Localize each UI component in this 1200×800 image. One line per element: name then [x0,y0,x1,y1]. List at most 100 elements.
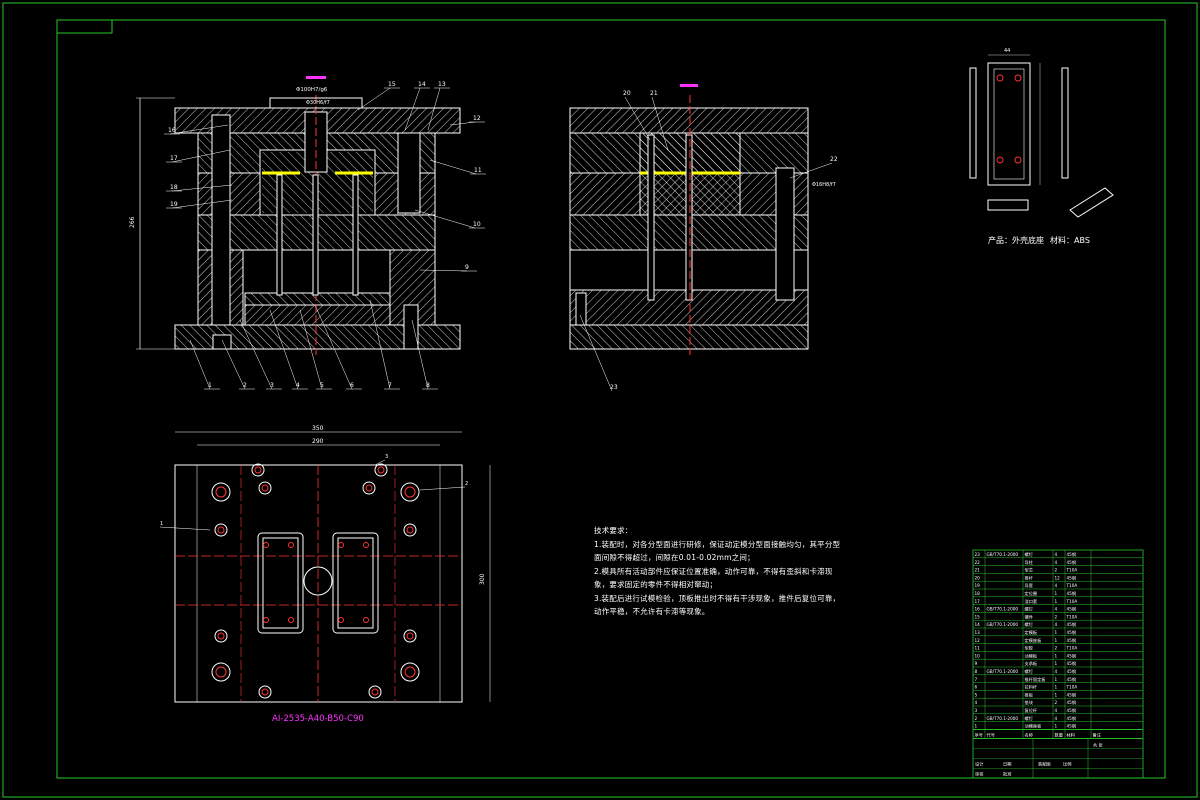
callout-number: 3 [270,382,274,389]
bom-cell: 推杆固定板 [1025,676,1047,683]
callout-number: 21 [650,90,658,97]
bom-cell: 45钢 [1067,668,1077,675]
bom-cell: 45钢 [1067,715,1077,722]
bom-cell: 导柱 [1025,559,1034,566]
bom-cell: 1 [1055,677,1058,682]
screw-hole [368,685,382,699]
screw-hole [251,463,265,477]
screw-hole [214,523,228,537]
bom-cell: 15 [975,614,981,619]
top-view: 350 290 300 AI-2535-A40-B50-C90 123 [159,425,491,724]
bom-cell: 13 [975,630,981,635]
bom-cell: 1 [1055,599,1058,604]
bom-cell: 型芯 [1025,567,1033,573]
bom-cell: 螺钉 [1025,668,1034,675]
bom-cell: 4 [1055,560,1058,565]
bom-cell: 2 [1055,646,1058,651]
bom-cell: 22 [975,560,981,565]
callout-number: 8 [426,382,430,389]
callout-number: 5 [320,382,324,389]
callout-leader [404,87,421,131]
bom-cell: 45钢 [1067,652,1077,659]
cavity-right-inner [337,537,374,629]
ejector-plate [244,304,391,326]
bom-cell: GB/T70.1-2000 [987,669,1019,674]
callout-number: 22 [830,156,838,163]
callout-leader [374,459,386,466]
tech-item-2: 2.模具所有活动部件应保证位置准确，动作可靠，不得有歪斜和卡滞现象，要求固定的零… [594,566,833,590]
callout-number: 2 [243,382,247,389]
callout-leader [357,87,391,111]
guide-dim-text: Φ16H8/f7 [812,182,836,188]
screw-hole [214,629,228,643]
bom-cell: 5 [975,692,978,697]
ejector-pin-3 [352,174,359,296]
top-view-holes [211,463,420,699]
bom-header-cell: 材料 [1067,731,1076,738]
ejector-pin-2 [312,174,319,296]
callout-leader [221,339,246,390]
callout-number: 3 [385,454,388,460]
callout-number: 18 [170,184,178,191]
guide-pin-left [211,114,231,326]
outer-width-dim: 350 [312,425,324,432]
bom-cell: 螺钉 [1025,551,1034,558]
guide-pillar-right [397,132,421,214]
bom-cell: 4 [1055,607,1058,612]
callout-number: 7 [388,382,392,389]
callout-leader [314,304,353,390]
bom-cell: 45钢 [1067,637,1077,644]
bom-cell: 推杆 [1025,574,1034,581]
callout-leader [171,184,233,192]
title-block-text: 设计 [975,760,983,767]
callout-number: 16 [168,127,176,134]
magenta-tag-1 [306,76,326,79]
bom-cell: 14 [975,622,981,627]
callout-leader [419,486,466,491]
callout-leader [419,269,468,272]
guide-hole-inner [404,486,416,498]
bom-cell: 45钢 [1067,707,1077,714]
mold-base-code: AI-2535-A40-B50-C90 [272,714,364,724]
bom-cell: 推板 [1025,691,1034,698]
part-front [987,62,1031,186]
bom-cell: 12 [1055,575,1061,580]
bom-cell: 45钢 [1067,699,1077,706]
callout-leader [651,96,669,151]
bom-cell: 11 [975,646,981,651]
bom-cell: 2 [975,716,978,721]
screw-hole [258,481,272,495]
bom-cell: 导套 [1025,582,1034,589]
bom-cell: T10A [1066,599,1078,604]
callout-leader [414,209,476,229]
bom-cell: GB/T70.1-2000 [987,552,1019,557]
ejector-hole [263,617,269,623]
bom-cell: 浇口套 [1025,598,1038,605]
bom-cell: GB/T70.1-2000 [987,622,1019,627]
screw-hole-inner [261,688,269,696]
bom-cell: 1 [1055,630,1058,635]
screw-hole-inner [217,632,225,640]
bom-cell: 动模座板 [1025,723,1043,730]
callout-number: 1 [160,521,163,527]
bom-cell: T10A [1066,583,1078,588]
callout-number: 13 [438,81,446,88]
title-block-text: 批准 [1003,770,1011,777]
title-block-text: 比例 [1063,760,1071,767]
screw-hole [403,523,417,537]
bom-cell: 螺钉 [1025,715,1034,722]
guide-hole [211,662,231,682]
screw-hole [374,463,388,477]
bom-cell: 45钢 [1067,590,1077,597]
cavity-left-inner [262,537,299,629]
bom-cell: 1 [1055,692,1058,697]
bom-cell: 支承板 [1025,660,1038,667]
callout-leader [299,309,323,390]
bom-header-cell: 数量 [1055,731,1063,738]
bushing-dim-text: Φ30H6/f7 [306,100,330,106]
bom-header-cell: 名称 [1025,731,1033,738]
bom-cell: 1 [1055,653,1058,658]
